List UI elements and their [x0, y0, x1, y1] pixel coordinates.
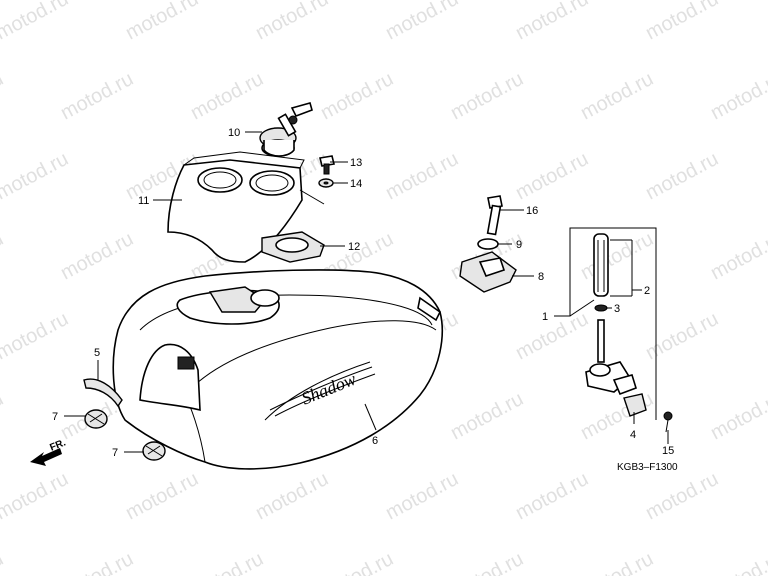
washer-14[interactable] — [318, 178, 334, 188]
callout-labels: 10 11 12 13 14 16 9 8 2 3 1 4 15 5 7 7 6 — [52, 127, 674, 459]
watermark-text: motod.ru — [512, 0, 592, 44]
mount-bracket-8[interactable] — [459, 251, 517, 293]
screw-15[interactable] — [663, 411, 673, 433]
leader-lines — [64, 131, 669, 453]
watermark-text: motod.ru — [122, 0, 202, 44]
callout-9: 9 — [516, 239, 522, 251]
watermark-text: motod.ru — [447, 68, 527, 124]
watermark-text: motod.ru — [447, 548, 527, 576]
watermark-text: motod.ru — [577, 68, 657, 124]
callout-14: 14 — [350, 178, 362, 190]
washer-9[interactable] — [477, 238, 499, 250]
watermark-text: motod.ru — [0, 388, 7, 444]
watermark-text: motod.ru — [0, 68, 7, 124]
grommet-7-upper[interactable] — [84, 409, 108, 429]
front-direction-indicator: FR. — [30, 437, 68, 466]
cap-seat-gasket[interactable] — [261, 231, 325, 263]
callout-1: 1 — [542, 311, 548, 323]
callout-11: 11 — [138, 195, 149, 207]
watermark-text: motod.ru — [577, 388, 657, 444]
watermark-text: motod.ru — [577, 548, 657, 576]
watermark-text: motod.ru — [187, 548, 267, 576]
watermark-text: motod.ru — [642, 0, 722, 44]
callout-3: 3 — [614, 303, 620, 315]
watermark-text: motod.ru — [0, 0, 72, 44]
watermark-text: motod.ru — [252, 468, 332, 524]
watermark-text: motod.ru — [0, 228, 7, 284]
callout-4: 4 — [630, 429, 636, 441]
watermark-text: motod.ru — [382, 148, 462, 204]
callout-8: 8 — [538, 271, 544, 283]
watermark-text: motod.ru — [707, 68, 768, 124]
callout-7-upper: 7 — [52, 411, 58, 423]
callout-2: 2 — [644, 285, 650, 297]
watermark-text: motod.ru — [512, 308, 592, 364]
callout-16: 16 — [526, 205, 538, 217]
front-arrow-icon — [30, 448, 62, 466]
valve-lever-4[interactable] — [623, 393, 647, 417]
watermark-text: motod.ru — [0, 308, 72, 364]
watermark-text: motod.ru — [512, 148, 592, 204]
grommet-7-lower[interactable] — [142, 441, 166, 461]
watermark-text: motod.ru — [0, 148, 72, 204]
watermark-text: motod.ru — [447, 388, 527, 444]
diagram-code: KGB3–F1300 — [617, 462, 678, 473]
callout-6: 6 — [372, 435, 378, 447]
watermark-text: motod.ru — [187, 68, 267, 124]
watermark-text: motod.ru — [707, 228, 768, 284]
watermark-text: motod.ru — [642, 308, 722, 364]
bolt-13[interactable] — [319, 155, 335, 175]
watermark-text: motod.ru — [57, 548, 137, 576]
callout-15: 15 — [662, 445, 674, 457]
fuel-cap[interactable] — [259, 102, 313, 157]
watermark-text: motod.ru — [512, 468, 592, 524]
watermark-text: motod.ru — [252, 0, 332, 44]
callout-12: 12 — [348, 241, 360, 253]
watermark-text: motod.ru — [642, 468, 722, 524]
watermark-text: motod.ru — [382, 468, 462, 524]
trim-strip-5[interactable] — [83, 378, 123, 408]
fuel-valve-assembly[interactable] — [585, 233, 637, 396]
watermark-text: motod.ru — [122, 468, 202, 524]
watermark-text: motod.ru — [0, 548, 7, 576]
watermark-text: motod.ru — [317, 548, 397, 576]
callout-10: 10 — [228, 127, 240, 139]
watermark-text: motod.ru — [577, 228, 657, 284]
fuel-tank[interactable]: Shadow — [112, 269, 443, 470]
watermark-text: motod.ru — [57, 228, 137, 284]
callout-7-lower: 7 — [112, 447, 118, 459]
watermark-text: motod.ru — [707, 548, 768, 576]
callout-5: 5 — [94, 347, 100, 359]
watermark-text: motod.ru — [57, 68, 137, 124]
bolt-16[interactable] — [486, 195, 503, 236]
callout-13: 13 — [350, 157, 362, 169]
watermark-text: motod.ru — [317, 68, 397, 124]
watermark-text: motod.ru — [382, 0, 462, 44]
watermark-text: motod.ru — [707, 388, 768, 444]
watermark-text: motod.ru — [642, 148, 722, 204]
watermark-text: motod.ru — [0, 468, 72, 524]
